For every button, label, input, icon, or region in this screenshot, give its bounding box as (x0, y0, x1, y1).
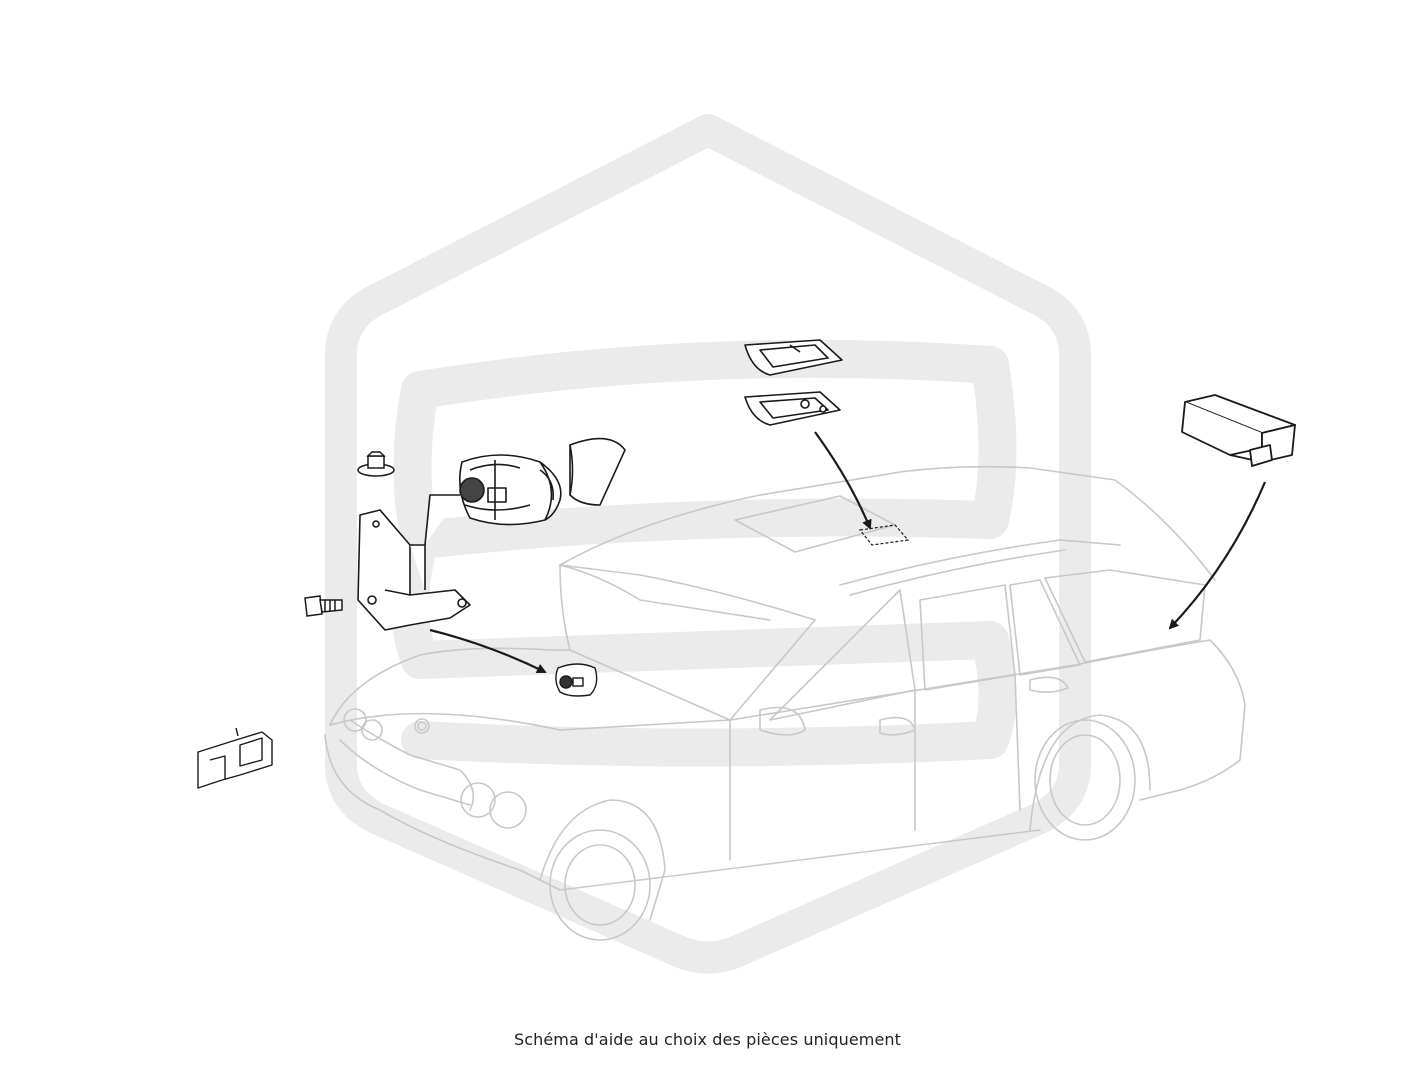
horn-installed (555, 663, 598, 697)
diagram-caption: Schéma d'aide au choix des pièces unique… (513, 1030, 902, 1049)
horn-siren-assembly (459, 454, 562, 526)
interior-sensor-cover (744, 339, 843, 376)
arrow-sensor-location (814, 431, 872, 530)
vehicle-outline (324, 465, 1246, 941)
sensor-roof-outline (858, 524, 910, 546)
mounting-bracket (357, 494, 471, 631)
alarm-control-module (1181, 394, 1296, 467)
mounting-nut (357, 451, 395, 477)
mounting-bolt (304, 595, 343, 617)
watermark-logo (325, 114, 1091, 974)
wiring-connector (197, 727, 273, 789)
arrow-horn-location (429, 628, 547, 673)
interior-sensor-unit (744, 391, 841, 426)
arrow-module-location (1168, 481, 1267, 630)
battery-strap (569, 437, 626, 506)
